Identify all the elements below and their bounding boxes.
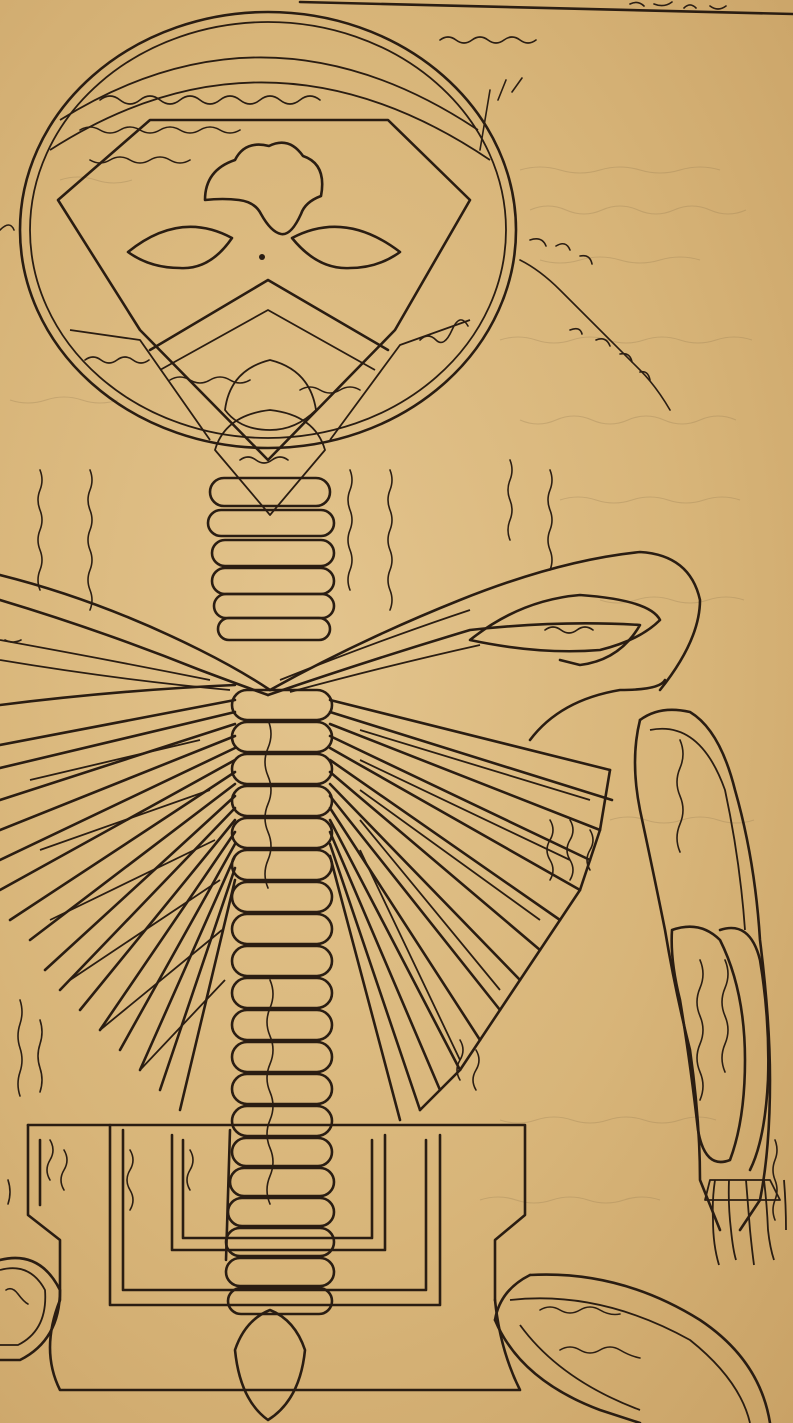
right-arm [635, 710, 786, 1265]
right-neck-annotation-4 [548, 470, 552, 570]
left-neck-annotation-2 [88, 470, 92, 610]
skull-annotations [440, 37, 670, 410]
left-neck-annotation [38, 470, 42, 590]
right-neck-annotation [348, 470, 352, 590]
top-rule-line [300, 2, 793, 14]
clavicles [0, 552, 700, 740]
left-margin-annotations [0, 225, 42, 1204]
right-neck-annotation-2 [388, 470, 392, 610]
top-margin-script [630, 2, 726, 9]
spine [226, 690, 334, 1314]
skull [20, 12, 516, 515]
ribs-right [330, 700, 612, 1120]
cervical-vertebrae [208, 478, 334, 640]
right-thigh-fragment [495, 1275, 770, 1423]
right-neck-annotation-3 [508, 460, 512, 540]
ribs-left [0, 700, 235, 1110]
